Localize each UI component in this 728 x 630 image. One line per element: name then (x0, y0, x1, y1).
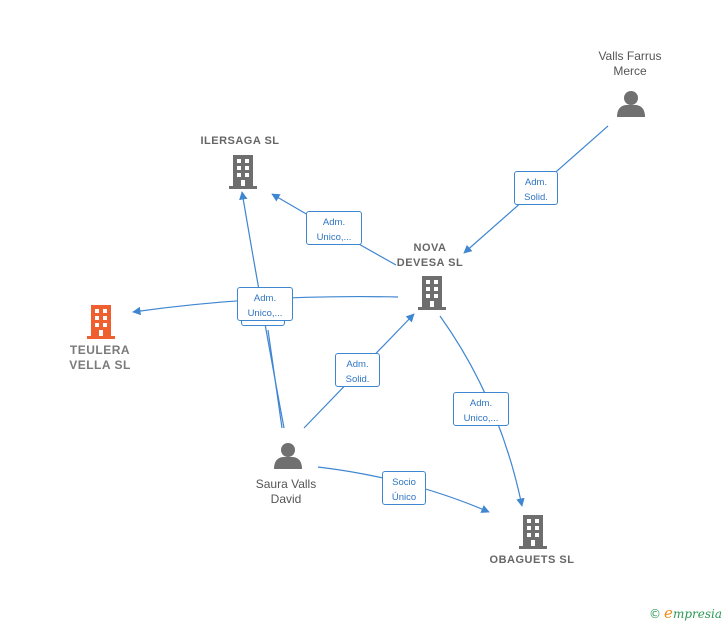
edge-label-nova-to-ilersaga[interactable]: Adm. Unico,... (306, 211, 362, 245)
copyright-symbol: © (649, 607, 662, 621)
person-icon (274, 443, 302, 469)
edge-label-to-teulera[interactable]: Adm. Unico,... (237, 287, 293, 321)
node-label-teulera-vella[interactable]: TEULERA VELLA SL (69, 343, 131, 372)
edge-label-valls-to-nova[interactable]: Adm. Solid. (514, 171, 558, 205)
brand-name: mpresia (672, 607, 722, 621)
brand-initial: e (664, 604, 673, 622)
building-icon (519, 515, 547, 549)
node-label-saura-valls[interactable]: Saura Valls David (255, 477, 317, 506)
node-label-ilersaga[interactable]: ILERSAGA SL (200, 135, 280, 147)
node-label-obaguets[interactable]: OBAGUETS SL (489, 554, 575, 566)
node-label-nova-devesa[interactable]: NOVA DEVESA SL (396, 242, 464, 269)
edge-label-saura-to-obaguets[interactable]: Socio Único (382, 471, 426, 505)
brand-watermark: ©empresia (649, 604, 722, 622)
node-label-valls-farrus[interactable]: Valls Farrus Merce (598, 49, 662, 78)
building-icon (418, 276, 446, 310)
edge-saura-to-teulera (267, 329, 283, 429)
person-icon (617, 91, 645, 117)
building-icon (229, 155, 257, 189)
building-icon-highlight (87, 305, 115, 339)
edge-label-nova-to-obaguets[interactable]: Adm. Unico,... (453, 392, 509, 426)
edge-label-saura-to-nova[interactable]: Adm. Solid. (335, 353, 380, 387)
